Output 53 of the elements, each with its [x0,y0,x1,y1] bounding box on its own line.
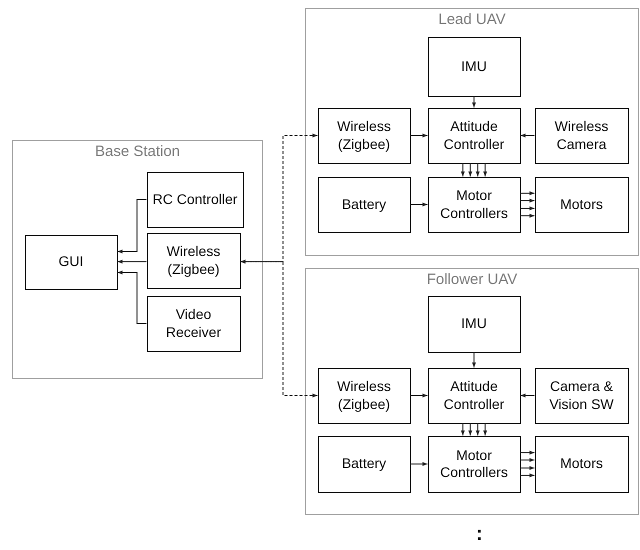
connector-arrow [520,198,535,203]
block-box: Motors [534,176,628,232]
connector-arrow [520,450,535,455]
group-title: Lead UAV [438,11,506,28]
connector-arrow [460,423,465,436]
connector-arrow [520,394,535,398]
group-panel [305,8,639,256]
block-box: Wireless (Zigbee) [318,368,410,424]
block-box: Video Receiver [146,296,240,352]
group-title: Follower UAV [426,271,518,288]
connector-arrow [520,466,535,470]
group-panel [12,140,263,379]
dashed-connector-arrow [240,260,318,398]
connector-arrow [483,423,488,436]
connector-arrow [520,134,535,138]
connector-arrow [520,473,535,478]
block-box: GUI [24,234,118,290]
connector-arrow [520,206,535,210]
connector-arrow [520,191,535,196]
connector-arrow [117,270,147,324]
connector-arrow [410,394,428,398]
connector-arrow [476,423,480,436]
connector-arrow [472,96,476,108]
block-box: Camera & Vision SW [534,368,628,424]
block-box: Motors [534,436,628,492]
group-title: Base Station [94,143,180,160]
connector-arrow [520,214,535,218]
connector-arrow [410,462,428,466]
connector-arrow [410,202,428,206]
block-box: Motor Controllers [428,436,520,492]
block-box: Motor Controllers [428,176,520,232]
connector-arrow [476,163,480,177]
block-box: IMU [428,296,520,352]
connector-arrow [117,199,147,254]
block-box: Wireless (Zigbee) [318,108,410,164]
block-box: Battery [318,436,410,492]
block-box: Wireless (Zigbee) [146,232,240,288]
continuation-dots: : [476,524,483,544]
block-box: Wireless Camera [534,108,628,164]
connector-arrow [472,352,476,368]
block-box: Attitude Controller [428,108,520,164]
block-box: Attitude Controller [428,368,520,424]
block-box: Battery [318,176,410,232]
connector-arrow [483,163,488,177]
group-panel [305,268,639,515]
connector-arrow [520,458,535,462]
connector-arrow [460,163,465,177]
connector-arrow [410,134,428,138]
connector-arrow [117,260,147,264]
connector-arrow [468,163,472,177]
block-box: RC Controller [146,172,244,228]
connector-arrow [468,423,472,436]
block-box: IMU [428,36,520,96]
